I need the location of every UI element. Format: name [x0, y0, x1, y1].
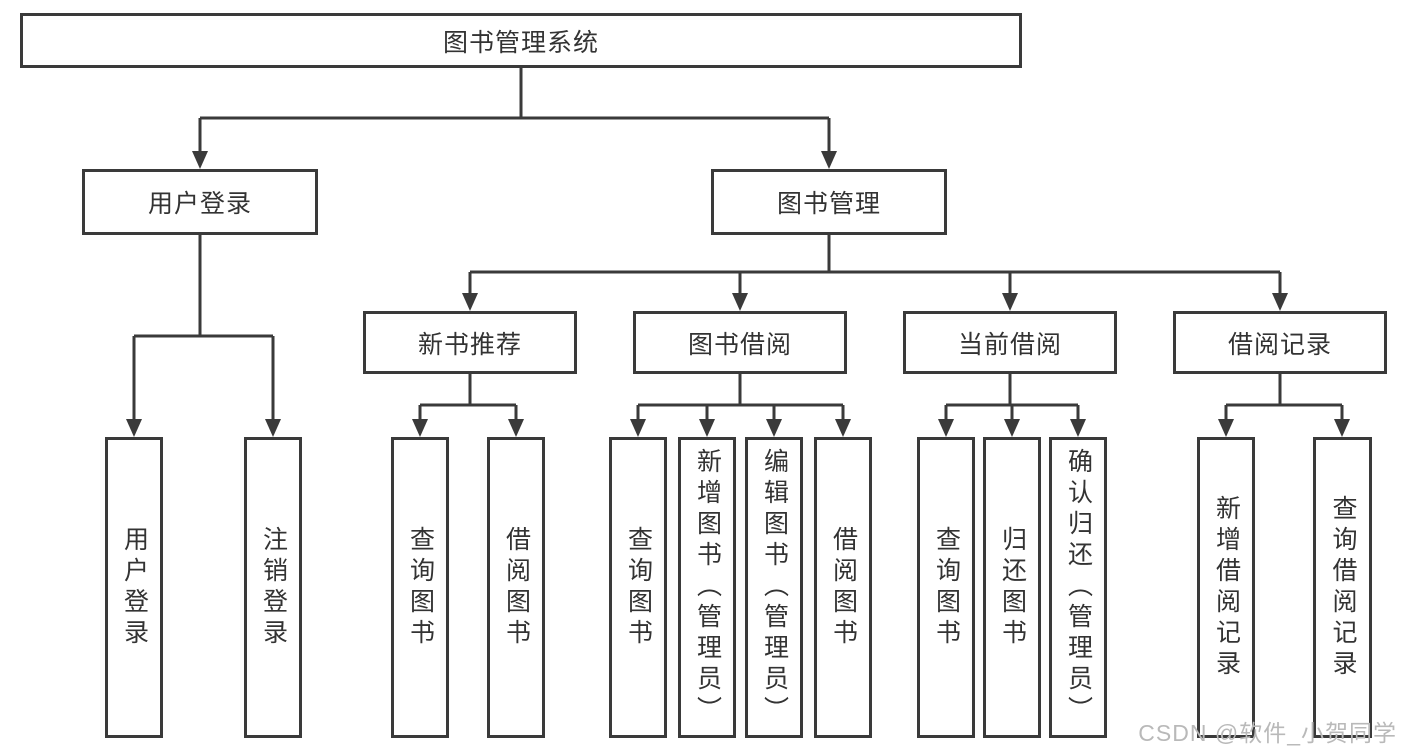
node-borrow-records: 借阅记录: [1173, 311, 1387, 374]
node-new-book-recommend-label: 新书推荐: [417, 330, 522, 359]
connector-borrow-records-children: [1224, 374, 1344, 420]
leaf-borrow-books-recommend-label: 借阅图书: [502, 525, 531, 650]
leaf-query-books-borrow-label: 查询图书: [624, 525, 653, 650]
connector-user-login-children: [132, 235, 275, 420]
leaf-query-borrow-record: 查询借阅记录: [1313, 437, 1372, 738]
node-library-system: 图书管理系统: [20, 13, 1022, 68]
leaf-add-borrow-record: 新增借阅记录: [1197, 437, 1255, 738]
node-borrow-records-label: 借阅记录: [1227, 330, 1332, 359]
leaf-query-books-current: 查询图书: [917, 437, 975, 738]
leaf-user-login: 用户登录: [105, 437, 163, 738]
leaf-confirm-return-admin-label: 确认归还（管理员）: [1064, 448, 1093, 727]
node-current-borrow-label: 当前借阅: [957, 330, 1062, 359]
leaf-borrow-books-borrow-label: 借阅图书: [829, 525, 858, 650]
leaf-query-books-recommend-label: 查询图书: [406, 525, 435, 650]
connector-current-borrow-children: [944, 374, 1080, 420]
leaf-query-books-current-label: 查询图书: [932, 525, 961, 650]
leaf-add-borrow-record-label: 新增借阅记录: [1212, 494, 1241, 681]
leaf-query-books-recommend: 查询图书: [391, 437, 449, 738]
node-book-management: 图书管理: [711, 169, 947, 235]
leaf-query-borrow-record-label: 查询借阅记录: [1329, 494, 1357, 681]
connector-book-borrow-children: [636, 374, 845, 420]
leaf-logout: 注销登录: [244, 437, 302, 738]
node-new-book-recommend: 新书推荐: [363, 311, 577, 374]
node-book-borrow-label: 图书借阅: [687, 330, 792, 359]
node-book-management-label: 图书管理: [776, 190, 881, 218]
leaf-user-login-label: 用户登录: [120, 525, 149, 650]
connector-root-to-level2: [198, 67, 831, 152]
leaf-query-books-borrow: 查询图书: [609, 437, 667, 738]
leaf-borrow-books-borrow: 借阅图书: [814, 437, 872, 738]
leaf-return-book: 归还图书: [983, 437, 1041, 738]
leaf-confirm-return-admin: 确认归还（管理员）: [1049, 437, 1107, 738]
leaf-return-book-label: 归还图书: [998, 525, 1027, 650]
node-user-login-label: 用户登录: [147, 190, 252, 218]
connector-new-book-recommend-children: [418, 374, 518, 420]
node-user-login: 用户登录: [82, 169, 318, 235]
leaf-logout-label: 注销登录: [259, 525, 288, 650]
leaf-add-book-admin-label: 新增图书（管理员）: [693, 448, 722, 727]
watermark: CSDN @软件_小贺同学: [1138, 720, 1397, 746]
leaf-edit-book-admin: 编辑图书（管理员）: [745, 437, 803, 738]
leaf-borrow-books-recommend: 借阅图书: [487, 437, 545, 738]
leaf-edit-book-admin-label: 编辑图书（管理员）: [760, 448, 789, 727]
leaf-add-book-admin: 新增图书（管理员）: [678, 437, 736, 738]
node-book-borrow: 图书借阅: [633, 311, 847, 374]
arrowheads: [126, 151, 1350, 437]
connector-book-management-children: [468, 235, 1282, 294]
node-current-borrow: 当前借阅: [903, 311, 1117, 374]
node-library-system-label: 图书管理系统: [442, 28, 599, 57]
